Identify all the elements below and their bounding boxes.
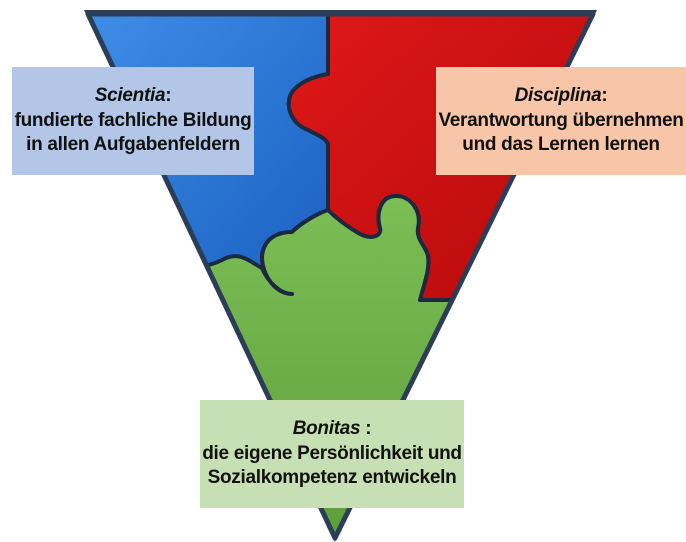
bonitas-line-1: die eigene Persönlichkeit und [202,442,462,464]
bonitas-label-box: Bonitas : die eigene Persönlichkeit und … [200,400,464,508]
disciplina-heading: Disciplina: [515,84,608,109]
scientia-colon: : [165,84,172,106]
disciplina-line-2: und das Lernen lernen [462,134,660,156]
disciplina-line-1: Verantwortung übernehmen [438,109,684,131]
disciplina-title: Disciplina [514,84,602,106]
disciplina-label-box: Disciplina: Verantwortung übernehmen und… [436,67,686,175]
bonitas-title: Bonitas [292,417,361,439]
disciplina-colon: : [601,84,608,106]
scientia-line-2: in allen Aufgabenfeldern [26,134,240,156]
bonitas-line-2: Sozialkompetenz entwickeln [207,467,457,489]
scientia-line-1: fundierte fachliche Bildung [14,109,252,131]
scientia-title: Scientia [94,84,166,106]
scientia-label-box: Scientia: fundierte fachliche Bildung in… [12,67,254,175]
triangle-border [85,11,596,541]
bonitas-heading: Bonitas : [293,417,372,442]
bonitas-colon: : [360,417,372,439]
scientia-heading: Scientia: [95,84,172,109]
